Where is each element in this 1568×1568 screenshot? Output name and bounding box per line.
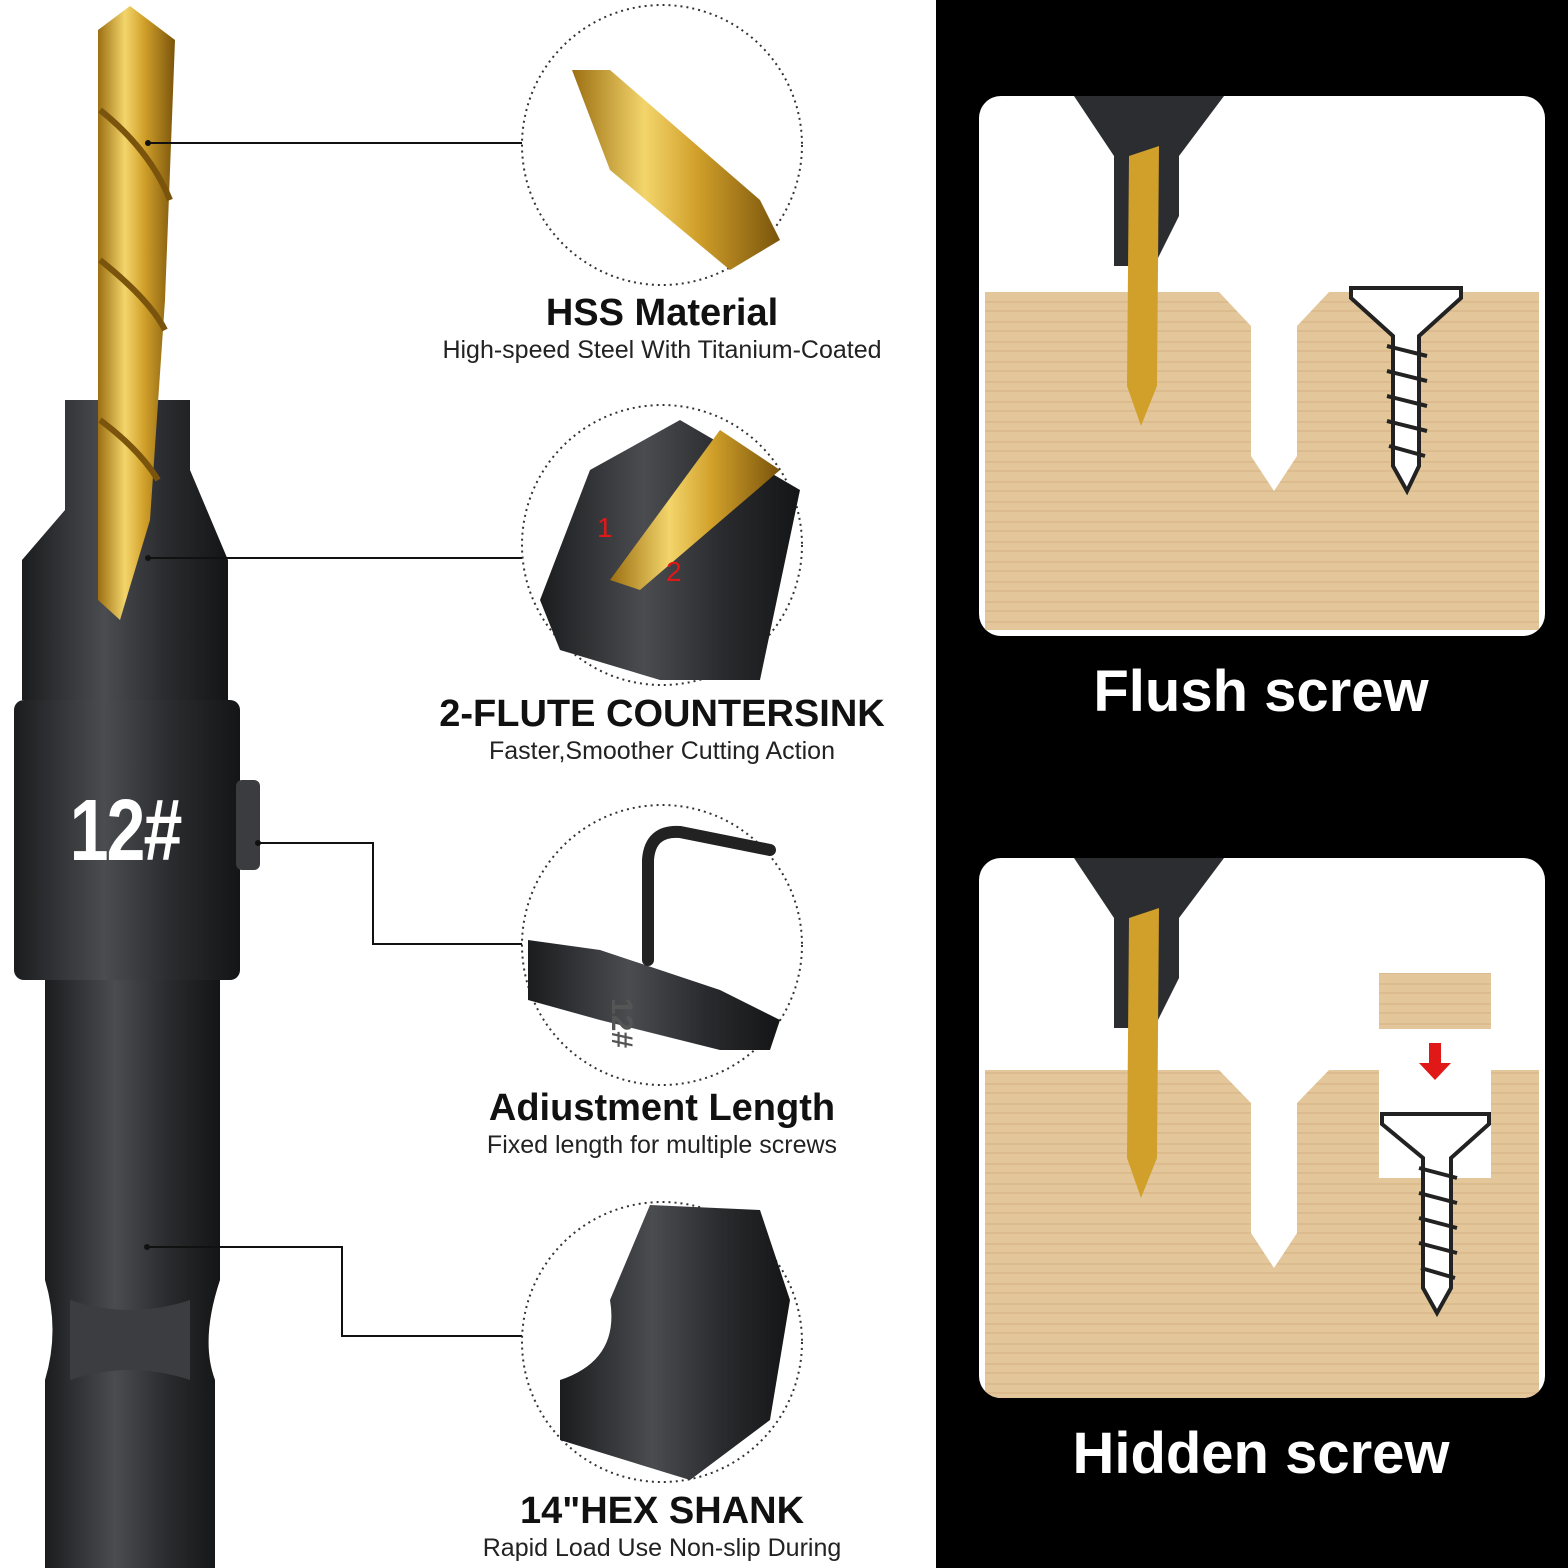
feature-title: HSS Material <box>545 292 779 334</box>
hidden-screw-illustration <box>985 858 1539 1398</box>
feature-subtitle: High-speed Steel With Titanium-Coated <box>442 336 882 364</box>
feature-hex-shank: 14"HEX SHANK Rapid Load Use Non-slip Dur… <box>396 1490 928 1564</box>
bit-size-label: 12# <box>69 781 183 879</box>
feature-countersink: 2-FLUTE COUNTERSINK Faster,Smoother Cutt… <box>396 693 928 767</box>
flute-number-1: 1 <box>597 512 613 543</box>
feature-title: Adiustment Length <box>488 1087 836 1129</box>
feature-subtitle: Fixed length for multiple screws <box>486 1131 838 1159</box>
hex-key-icon <box>642 825 776 966</box>
hidden-screw-card <box>979 858 1545 1398</box>
down-arrow-icon <box>1419 1043 1451 1080</box>
flush-screw-card <box>979 96 1545 636</box>
drill-bit-icon <box>14 4 803 1568</box>
collar-engraving: 12# <box>605 997 639 1049</box>
flush-screw-illustration <box>985 96 1539 630</box>
feature-subtitle: Faster,Smoother Cutting Action <box>488 737 835 765</box>
flute-number-2: 2 <box>666 556 682 587</box>
feature-subtitle: Rapid Load Use Non-slip During <box>482 1534 842 1562</box>
screw-icon <box>1380 1112 1491 1318</box>
flush-screw-caption: Flush screw <box>1093 659 1429 724</box>
feature-title: 2-FLUTE COUNTERSINK <box>439 693 885 735</box>
feature-title: 14"HEX SHANK <box>519 1490 805 1532</box>
screw-icon <box>1349 286 1463 496</box>
feature-adjustment-length: Adiustment Length Fixed length for multi… <box>396 1087 928 1161</box>
feature-hss-material: HSS Material High-speed Steel With Titan… <box>396 292 928 366</box>
hidden-screw-caption: Hidden screw <box>1072 1421 1450 1486</box>
